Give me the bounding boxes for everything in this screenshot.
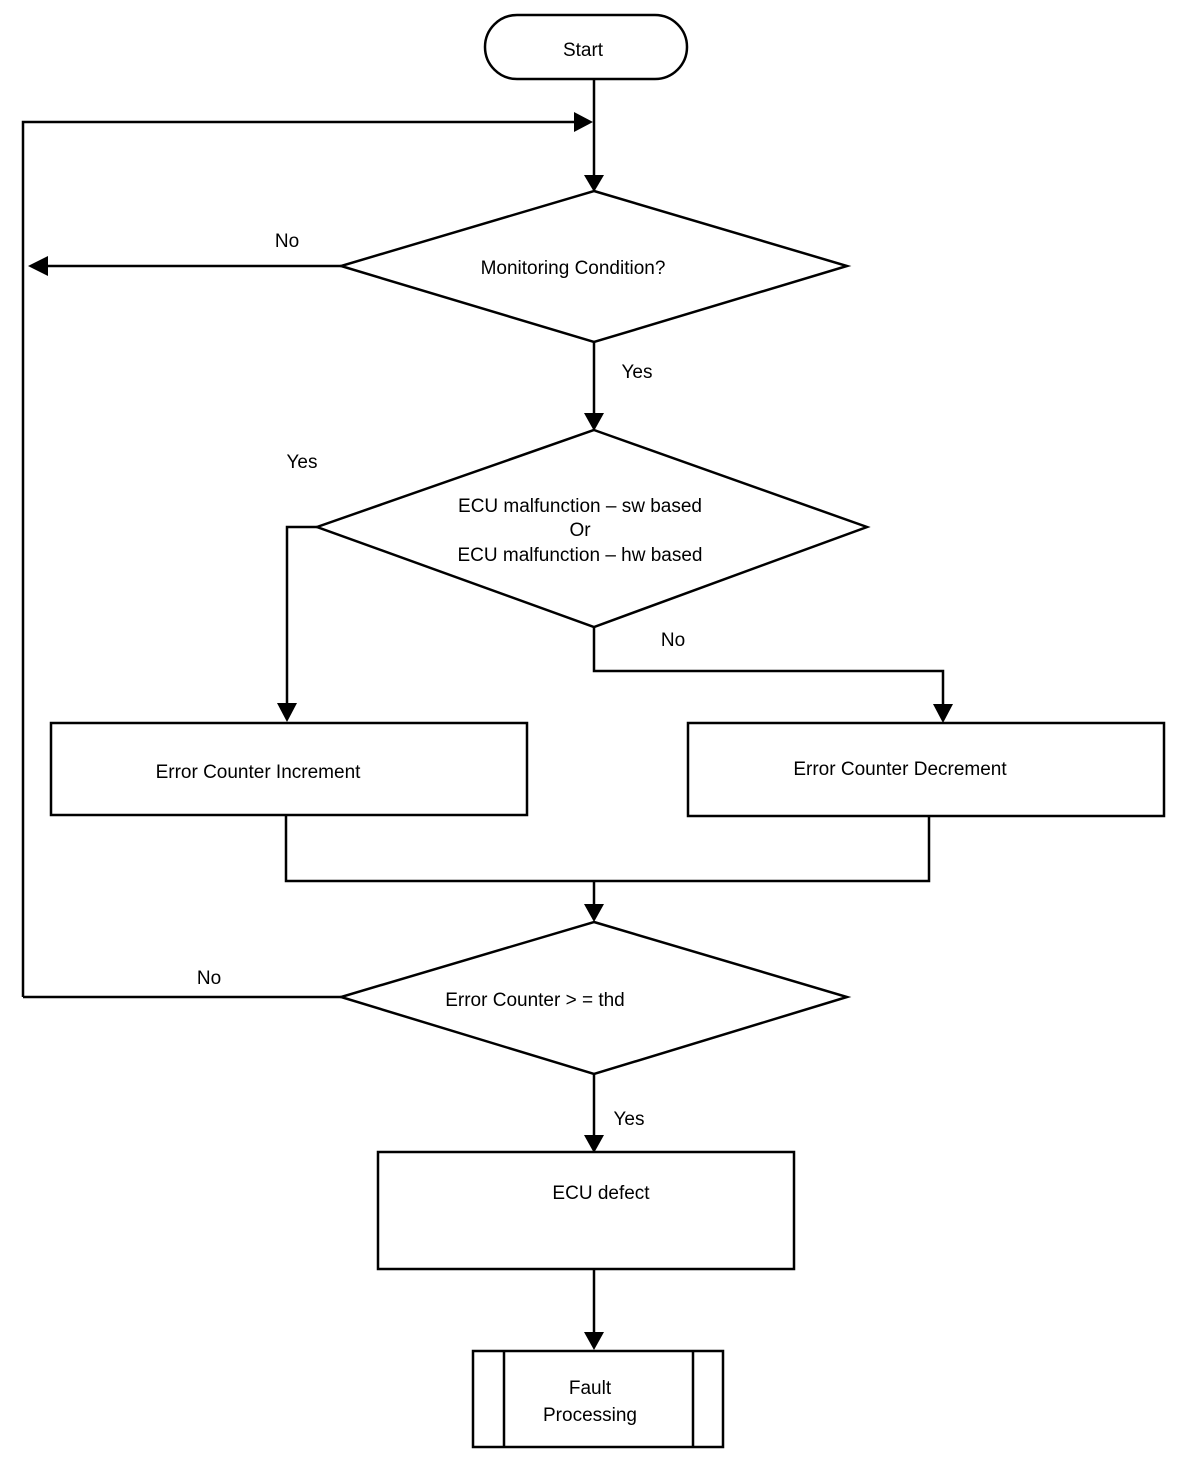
edge-label-threshold-yes: Yes <box>614 1109 645 1130</box>
connector-malfunction-yes <box>285 525 317 704</box>
error-counter-increment-label: Error Counter Increment <box>156 762 362 783</box>
fault-processing-subprocess <box>471 1349 725 1449</box>
arrowhead-ecu-defect-top <box>584 1135 604 1153</box>
error-counter-decrement-process <box>686 721 1166 818</box>
arrowhead-loop-back-top <box>574 112 593 132</box>
ecu-malfunction-label-line3: ECU malfunction – hw based <box>457 545 702 566</box>
connector-loop-back-top <box>21 120 576 997</box>
monitoring-condition-label: Monitoring Condition? <box>481 258 666 279</box>
ecu-malfunction-label-line2: Or <box>569 520 591 541</box>
arrowhead-monitoring-top <box>584 175 604 192</box>
arrowhead-threshold-top <box>584 904 604 922</box>
edge-label-threshold-no: No <box>197 968 221 989</box>
arrowhead-malfunction-top <box>584 413 604 431</box>
start-node <box>483 13 689 81</box>
ecu-defect-label: ECU defect <box>552 1183 650 1204</box>
error-threshold-decision <box>336 920 852 1076</box>
arrowhead-increment-top <box>277 703 297 722</box>
connector-malfunction-no <box>592 627 945 705</box>
monitoring-condition-decision <box>336 189 852 344</box>
arrowhead-decrement-top <box>933 704 953 723</box>
arrowhead-fault-top <box>584 1332 604 1350</box>
fault-processing-label-line2: Processing <box>543 1405 637 1426</box>
edge-label-monitoring-no: No <box>275 231 299 252</box>
start-label: Start <box>563 40 604 61</box>
edge-label-monitoring-yes: Yes <box>622 362 653 383</box>
arrowhead-monitoring-no <box>28 256 48 276</box>
connector-decrement-merge <box>594 816 931 883</box>
edge-label-malfunction-yes: Yes <box>287 452 318 473</box>
ecu-defect-process <box>376 1150 796 1271</box>
error-counter-decrement-label: Error Counter Decrement <box>793 759 1007 780</box>
ecu-malfunction-decision <box>313 428 871 629</box>
fault-processing-label-line1: Fault <box>569 1378 612 1399</box>
ecu-malfunction-label-line1: ECU malfunction – sw based <box>458 496 702 517</box>
edge-label-malfunction-no: No <box>661 630 685 651</box>
error-threshold-label: Error Counter > = thd <box>445 990 625 1011</box>
error-counter-increment-process <box>49 721 529 817</box>
connector-increment-merge <box>284 815 594 883</box>
